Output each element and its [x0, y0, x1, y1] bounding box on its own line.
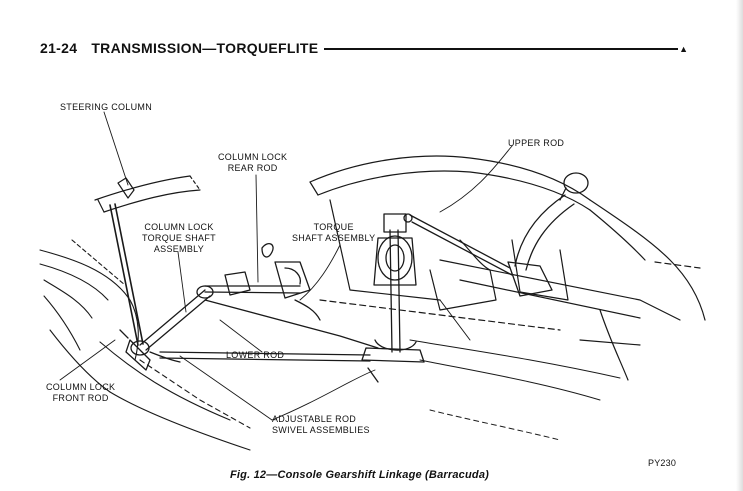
label-line: SHAFT ASSEMBLY	[292, 233, 376, 243]
label-column-lock-torque-shaft: COLUMN LOCK TORQUE SHAFT ASSEMBLY	[142, 222, 216, 255]
label-lower-rod: LOWER ROD	[226, 350, 284, 361]
label-line: TORQUE SHAFT	[142, 233, 216, 243]
page-edge-shadow	[736, 0, 743, 491]
label-text: LOWER ROD	[226, 350, 285, 360]
figure-caption: Fig. 12—Console Gearshift Linkage (Barra…	[230, 469, 490, 481]
label-column-lock-rear-rod: COLUMN LOCK REAR ROD	[218, 152, 287, 174]
label-adjustable-rod-swivels: ADJUSTABLE ROD SWIVEL ASSEMBLIES	[272, 414, 370, 436]
label-line: SWIVEL ASSEMBLIES	[272, 425, 370, 435]
label-line: COLUMN LOCK	[144, 222, 214, 232]
page-title: TRANSMISSION—TORQUEFLITE	[91, 40, 319, 56]
label-column-lock-front-rod: COLUMN LOCK FRONT ROD	[46, 382, 115, 404]
label-steering-column: STEERING COLUMN	[60, 102, 152, 113]
label-line: COLUMN LOCK	[218, 152, 288, 162]
label-torque-shaft-assembly: TORQUE SHAFT ASSEMBLY	[292, 222, 375, 244]
header-rule	[324, 48, 679, 50]
front-rod	[109, 203, 144, 346]
left-floor-panel	[39, 239, 251, 451]
label-upper-rod: UPPER ROD	[508, 138, 564, 149]
label-line: ASSEMBLY	[153, 244, 205, 254]
floor-lines	[409, 299, 621, 441]
rear-rod	[204, 243, 321, 321]
label-line: TORQUE	[313, 222, 354, 232]
console-housing	[309, 155, 706, 381]
label-line: FRONT ROD	[52, 393, 109, 403]
label-line: REAR ROD	[227, 163, 278, 173]
steering-column	[94, 175, 201, 213]
page-number: 21-24	[40, 40, 78, 56]
lower-rod	[159, 299, 379, 362]
label-text: STEERING COLUMN	[60, 102, 153, 112]
header-triangle-icon: ▲	[679, 43, 688, 54]
page-header: 21-24 TRANSMISSION—TORQUEFLITE ▲	[40, 38, 688, 58]
torque-shaft-assembly	[361, 213, 425, 383]
figure-code: PY230	[648, 458, 677, 468]
shifter-lever	[507, 172, 589, 297]
upper-rod	[403, 213, 513, 276]
label-line: COLUMN LOCK	[46, 382, 116, 392]
label-text: UPPER ROD	[508, 138, 565, 148]
label-line: ADJUSTABLE ROD	[272, 414, 357, 424]
